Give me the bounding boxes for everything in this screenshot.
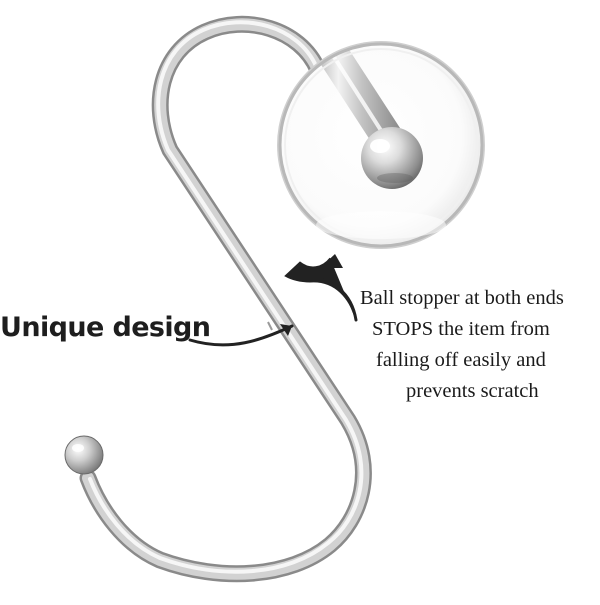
feature-caption: Ball stopper at both ends STOPS the item… — [356, 283, 600, 407]
caption-line-1: Ball stopper at both ends — [360, 287, 564, 309]
magnifier-lens — [277, 41, 485, 249]
unique-design-label: Unique design — [0, 312, 211, 343]
caption-line-3: falling off easily and — [376, 349, 546, 371]
caption-line-4: prevents scratch — [406, 380, 539, 402]
caption-arrow — [284, 254, 358, 322]
label-arrow — [188, 324, 294, 347]
bottom-ball-stopper — [64, 435, 104, 475]
caption-line-2: STOPS the item from — [372, 318, 550, 340]
s-hook — [79, 15, 372, 583]
